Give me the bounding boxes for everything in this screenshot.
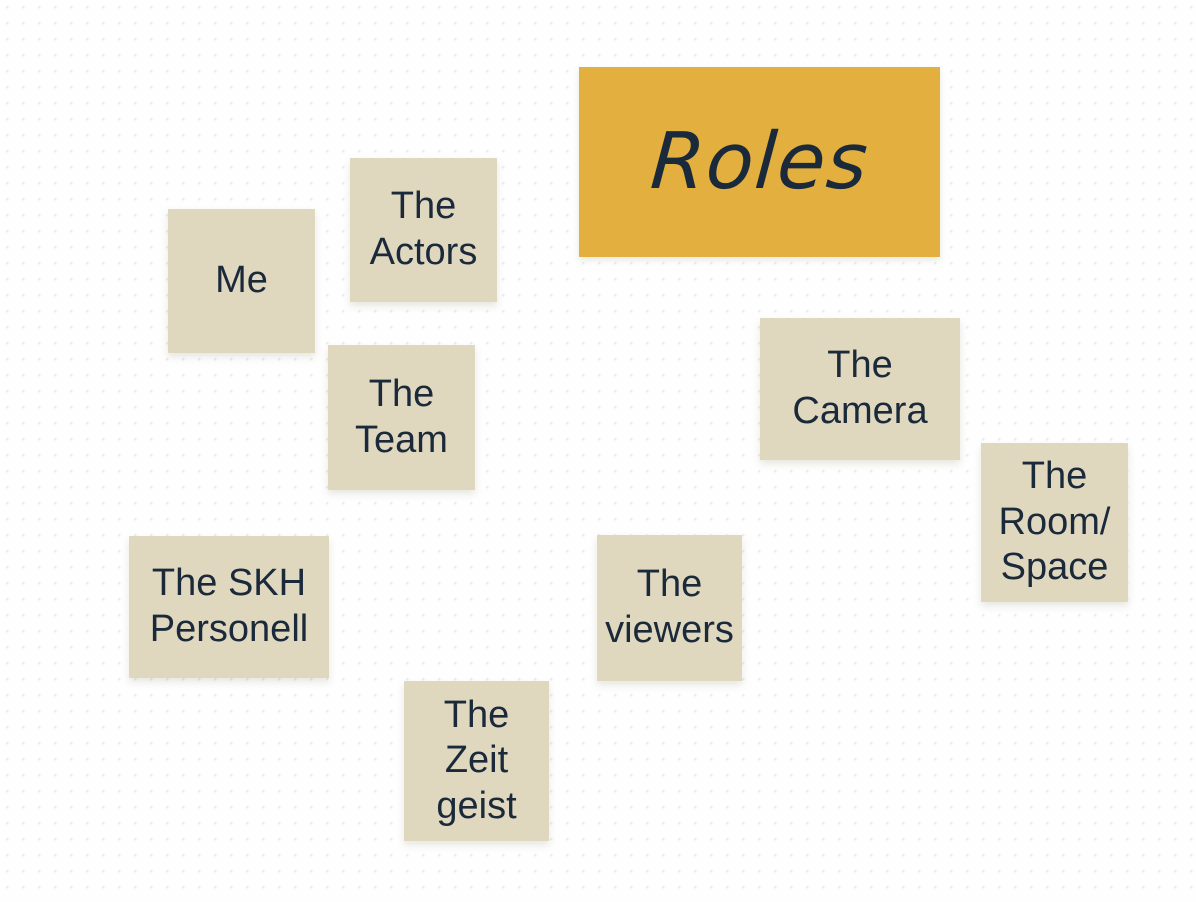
sticky-note-label: Me xyxy=(215,259,268,302)
sticky-note-label: The Room/ Space xyxy=(998,455,1111,589)
sticky-note-label: The Zeit geist xyxy=(436,693,517,827)
sticky-note-the-actors[interactable]: The Actors xyxy=(350,158,497,302)
title-card-roles[interactable]: Roles xyxy=(579,67,940,257)
title-card-label: Roles xyxy=(647,117,872,207)
sticky-note-the-room-space[interactable]: The Room/ Space xyxy=(981,443,1128,602)
sticky-note-label: The SKH Personell xyxy=(149,562,309,650)
sticky-note-the-team[interactable]: The Team xyxy=(328,345,475,490)
sticky-note-me[interactable]: Me xyxy=(168,209,315,353)
sticky-note-the-camera[interactable]: The Camera xyxy=(760,318,960,460)
sticky-note-label: The Camera xyxy=(792,344,928,432)
sticky-note-label: The viewers xyxy=(605,563,734,651)
sticky-note-label: The Actors xyxy=(369,185,478,273)
sticky-note-label: The Team xyxy=(355,372,448,461)
sticky-note-the-skh-personell[interactable]: The SKH Personell xyxy=(129,536,329,678)
sticky-note-the-zeitgeist[interactable]: The Zeit geist xyxy=(404,681,549,841)
sticky-note-the-viewers[interactable]: The viewers xyxy=(597,535,742,681)
